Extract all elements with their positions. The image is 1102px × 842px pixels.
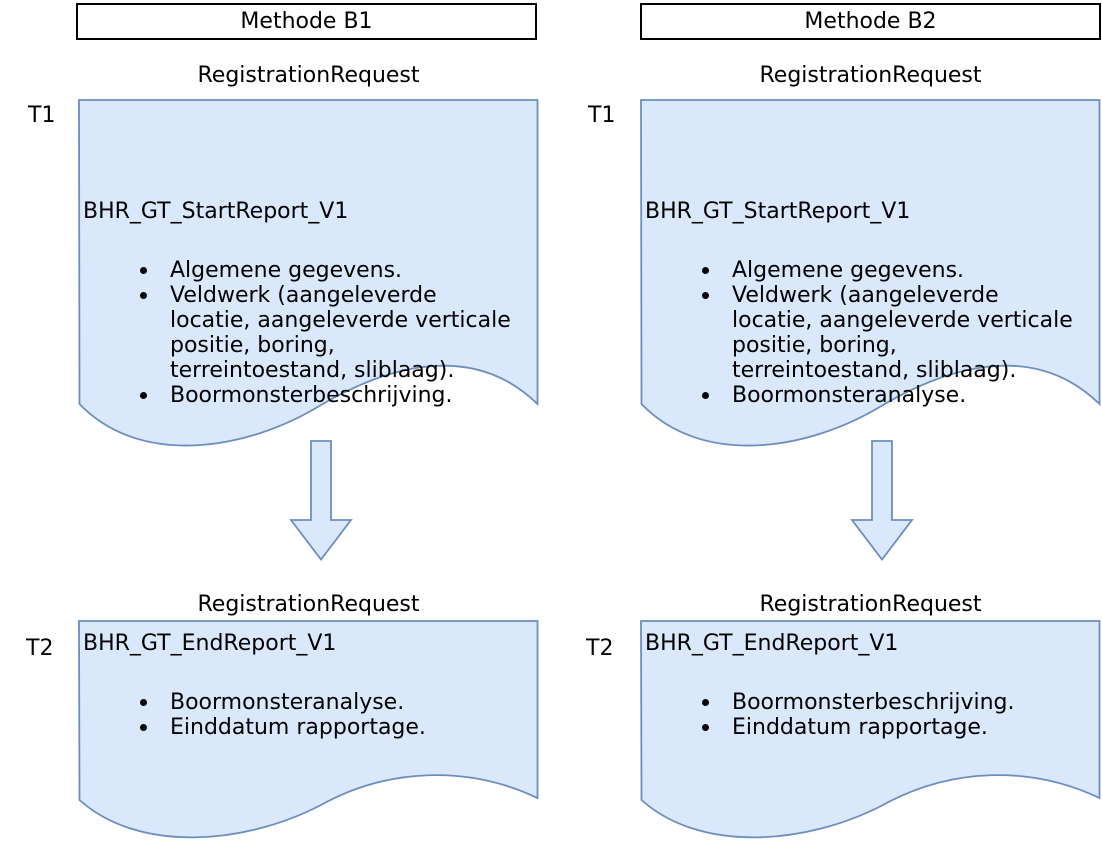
time-label-t2: T2 <box>586 636 614 661</box>
document-outline <box>640 620 1101 839</box>
bullet-item: Veldwerk (aangeleverde locatie, aangelev… <box>702 283 1095 383</box>
bullet-item: Boormonsterbeschrijving. <box>140 383 533 408</box>
document-outline <box>78 620 539 839</box>
registration-request-label: RegistrationRequest <box>197 592 420 617</box>
bullet-item: Algemene gegevens. <box>140 258 533 283</box>
document-bullet-list: Algemene gegevens. Veldwerk (aangeleverd… <box>640 258 1101 408</box>
document-title: BHR_GT_EndReport_V1 <box>645 631 899 656</box>
document-outline <box>78 99 539 447</box>
document-title: BHR_GT_StartReport_V1 <box>83 199 349 224</box>
bullet-item: Veldwerk (aangeleverde locatie, aangelev… <box>140 283 533 383</box>
bullet-item: Algemene gegevens. <box>702 258 1095 283</box>
registration-request-label: RegistrationRequest <box>759 592 982 617</box>
document-bullet-list: Algemene gegevens. Veldwerk (aangeleverd… <box>78 258 539 408</box>
document-shape-end-report-b2: BHR_GT_EndReport_V1 Boormonsterbeschrijv… <box>640 620 1101 842</box>
time-label-t1: T1 <box>588 103 616 128</box>
bullet-item: Boormonsteranalyse. <box>702 383 1095 408</box>
registration-request-label: RegistrationRequest <box>197 63 420 88</box>
bullet-item: Boormonsterbeschrijving. <box>702 690 1095 715</box>
time-label-t1: T1 <box>28 103 56 128</box>
document-shape-start-report-b1: BHR_GT_StartReport_V1 Algemene gegevens.… <box>78 99 539 460</box>
method-header-b2: Methode B2 <box>640 3 1101 40</box>
method-header-b1: Methode B1 <box>76 3 537 40</box>
document-title: BHR_GT_StartReport_V1 <box>645 199 911 224</box>
time-label-t2: T2 <box>26 636 54 661</box>
bullet-item: Einddatum rapportage. <box>702 715 1095 740</box>
bullet-item: Boormonsteranalyse. <box>140 690 533 715</box>
document-outline <box>640 99 1101 447</box>
document-shape-end-report-b1: BHR_GT_EndReport_V1 Boormonsteranalyse. … <box>78 620 539 842</box>
document-shape-start-report-b2: BHR_GT_StartReport_V1 Algemene gegevens.… <box>640 99 1101 460</box>
document-bullet-list: Boormonsteranalyse. Einddatum rapportage… <box>78 690 539 740</box>
registration-request-label: RegistrationRequest <box>759 63 982 88</box>
bullet-item: Einddatum rapportage. <box>140 715 533 740</box>
down-arrow-icon <box>850 440 914 561</box>
document-bullet-list: Boormonsterbeschrijving. Einddatum rappo… <box>640 690 1101 740</box>
document-title: BHR_GT_EndReport_V1 <box>83 631 337 656</box>
down-arrow-icon <box>289 440 353 561</box>
